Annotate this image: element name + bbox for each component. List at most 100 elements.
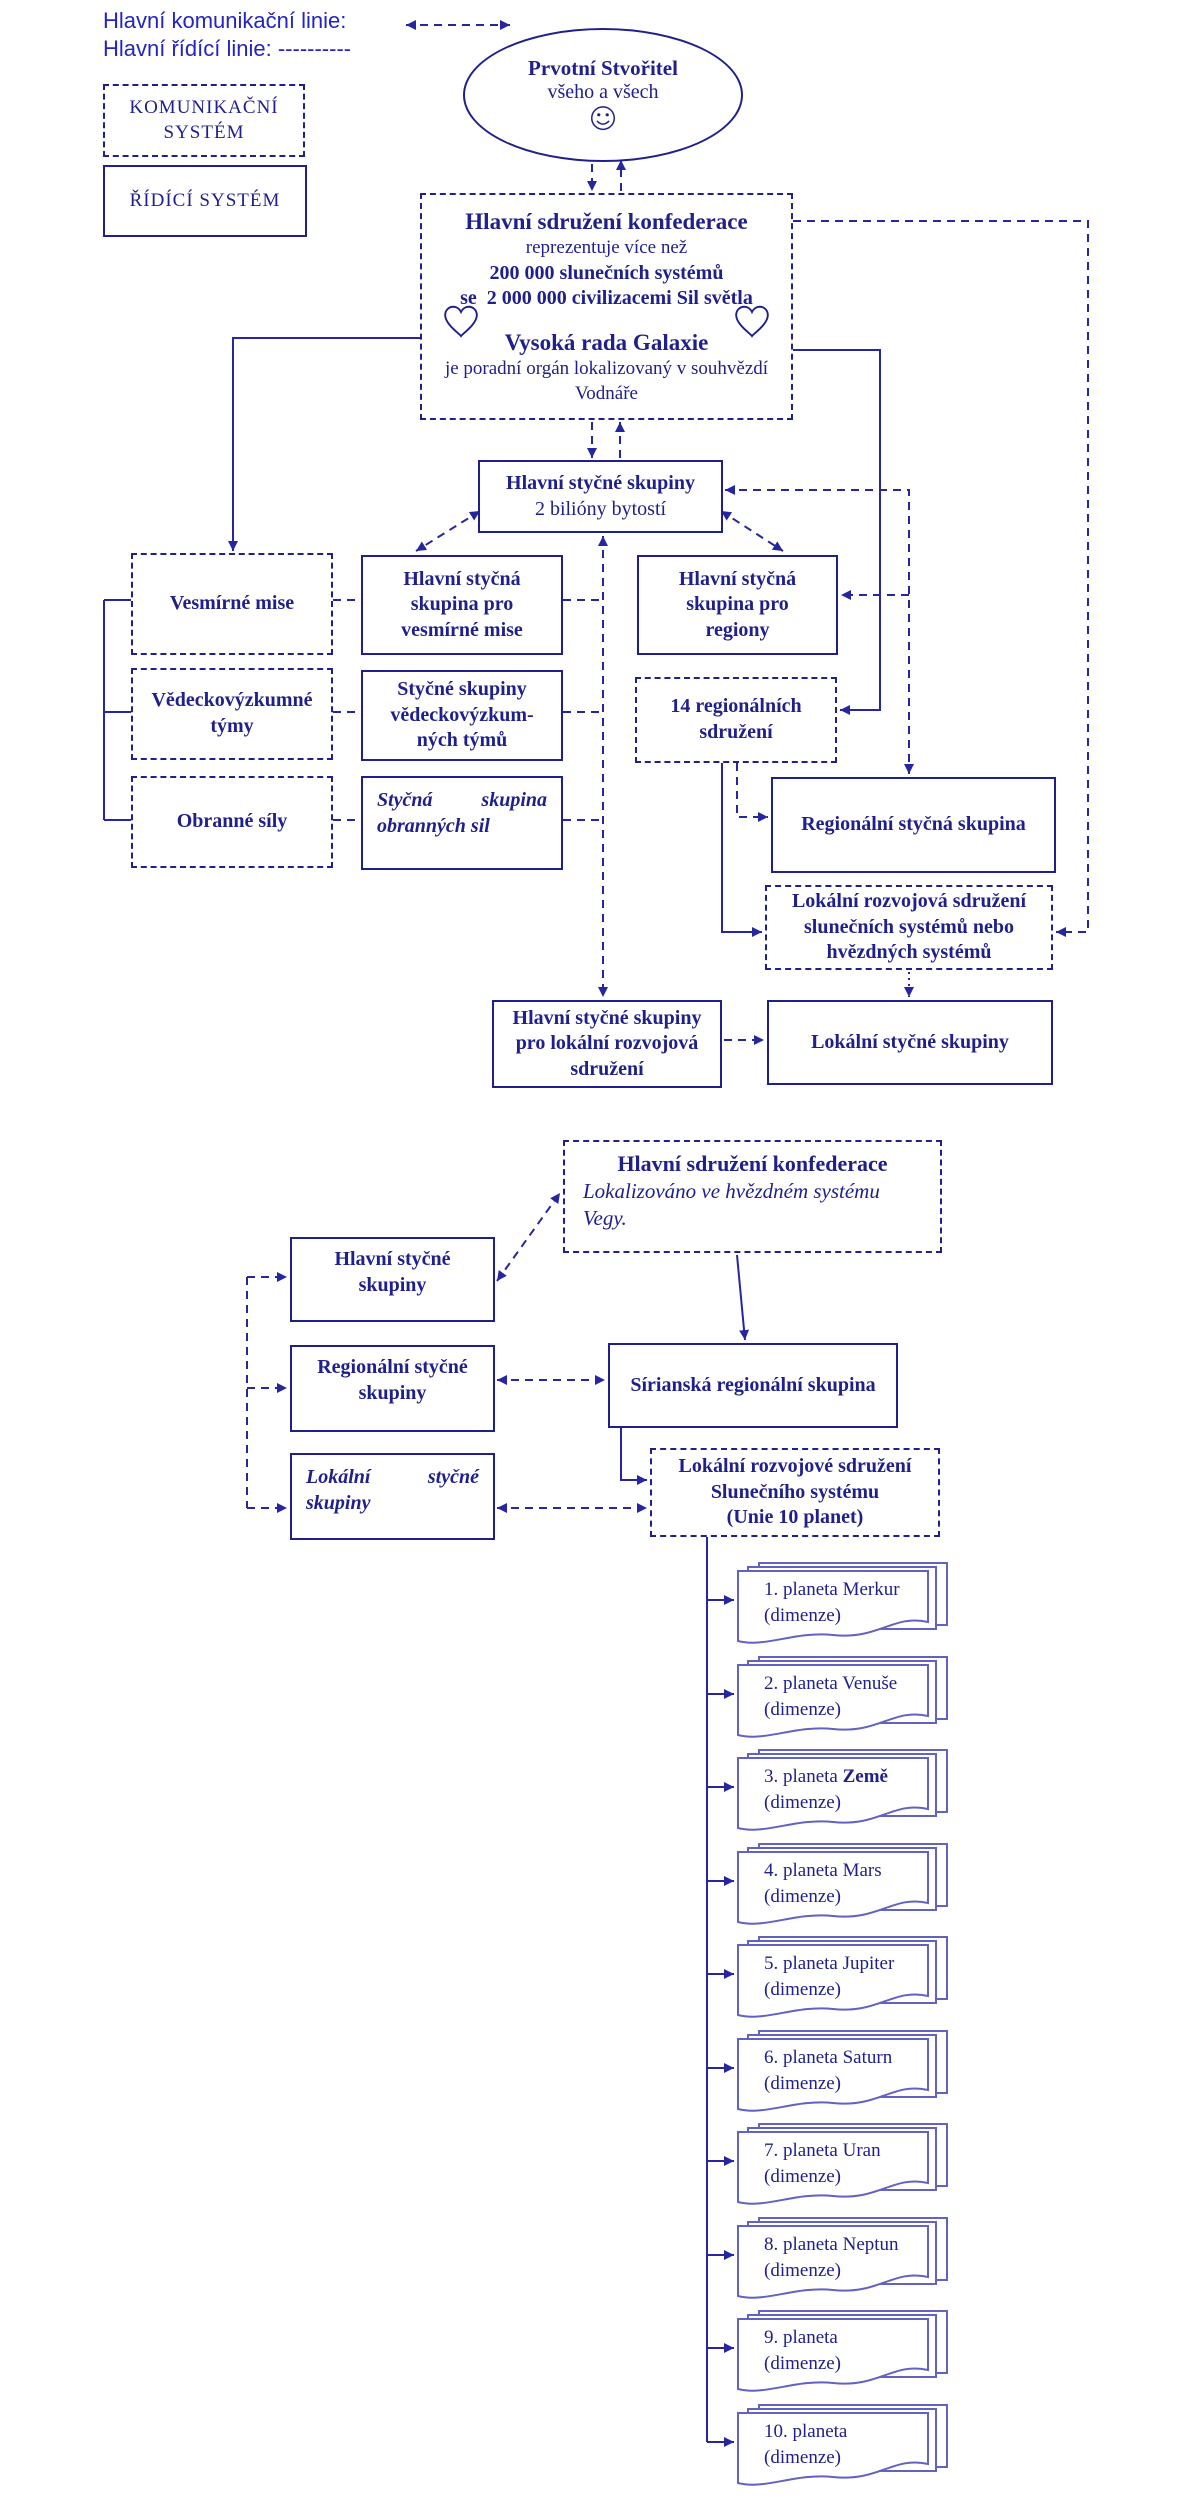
local-liaison-groups-2-box: Lokální styčné skupiny [290, 1453, 495, 1540]
planet-doc-5: 5. planeta Jupiter(dimenze) [737, 1936, 951, 2024]
solar-union-line-2: Slunečního systému [710, 1480, 880, 1503]
liaison-defense-line-1: Styčná skupina [363, 788, 561, 814]
planet-number-label: 7. planeta [764, 2140, 843, 2161]
document-shape-icon [737, 2038, 929, 2112]
liaison-research-teams-box: Styčné skupiny vědeckovýzkum- ných týmů [361, 670, 563, 761]
liaison-research-line-2: vědeckovýzkum- [390, 703, 534, 726]
planet-doc-8: 8. planeta Neptun(dimenze) [737, 2217, 951, 2305]
main-liaison-groups-2-box: Hlavní styčné skupiny [290, 1237, 495, 1322]
local-development-associations-box: Lokální rozvojová sdružení slunečních sy… [765, 885, 1053, 970]
legend-control-line-label: Hlavní řídící linie: ---------- [103, 36, 352, 61]
research-teams-label-2: týmy [210, 715, 254, 737]
planet-number-label: 6. planeta [764, 2047, 843, 2068]
heart-icon [444, 305, 478, 338]
planet-doc-6: 6. planeta Saturn(dimenze) [737, 2030, 951, 2118]
confederation-rep-2: 200 000 slunečních systémů [489, 261, 724, 284]
document-shape-icon [737, 2412, 929, 2486]
liaison-defense-word-2: skupina [481, 789, 547, 811]
local-dev-line-3: hvězdných systémů [826, 941, 992, 964]
planet-dimension-label: (dimenze) [764, 1791, 842, 1813]
confederation-rep-3: se 2 000 000 civilizacemi Sil světla [460, 287, 753, 310]
smiley-face-icon [591, 106, 615, 131]
document-shape-icon [737, 1757, 929, 1831]
liaison-space-missions-line-3: vesmírné mise [401, 618, 523, 641]
space-missions-box: Vesmírné mise [131, 553, 333, 655]
planet-doc-text: 1. planeta Merkur(dimenze) [764, 1577, 900, 1628]
confederation-hq-location-1: Lokalizováno ve hvězdném systému [583, 1179, 880, 1204]
local-dev-line-1: Lokální rozvojová sdružení [791, 890, 1027, 913]
planet-doc-4: 4. planeta Mars(dimenze) [737, 1843, 951, 1931]
document-shape-icon [737, 1851, 929, 1925]
main-liaison-local-line-3: sdružení [570, 1057, 644, 1080]
planet-number-label: 4. planeta [764, 1860, 843, 1881]
legend-communication-line-label: Hlavní komunikační linie: [103, 8, 347, 33]
planet-number-label: 10. planeta [764, 2421, 848, 2442]
regional-liaison-group-box: Regionální styčná skupina [771, 777, 1056, 873]
control-system-box: ŘÍDÍCÍ SYSTÉM [103, 165, 307, 237]
planet-dimension-label: (dimenze) [764, 1698, 842, 1720]
planet-number-label: 5. planeta [764, 1953, 843, 1974]
liaison-research-line-1: Styčné skupiny [397, 678, 527, 701]
planet-dimension-label: (dimenze) [764, 2259, 842, 2281]
local-liaison-2-line-2: skupiny [306, 1491, 371, 1514]
planet-dimension-label: (dimenze) [764, 1978, 842, 2000]
planet-name-label: Země [842, 1766, 888, 1787]
regional-liaison-2-line-2: skupiny [358, 1381, 427, 1404]
planet-doc-text: 5. planeta Jupiter(dimenze) [764, 1951, 894, 2002]
regional-associations-line-1: 14 regionálních [670, 695, 802, 718]
planet-doc-text: 7. planeta Uran(dimenze) [764, 2138, 881, 2189]
planet-dimension-label: (dimenze) [764, 2352, 842, 2374]
liaison-regions-line-1: Hlavní styčná [678, 567, 797, 590]
liaison-space-missions-box: Hlavní styčná skupina pro vesmírné mise [361, 555, 563, 655]
planet-dimension-label: (dimenze) [764, 1604, 842, 1626]
document-shape-icon [737, 1570, 929, 1644]
main-liaison-subtitle: 2 bilióny bytostí [534, 497, 667, 520]
liaison-regions-line-2: skupina pro [686, 593, 789, 616]
regional-liaison-label: Regionální styčná skupina [801, 813, 1026, 836]
solar-system-union-box: Lokální rozvojové sdružení Slunečního sy… [650, 1448, 940, 1537]
planet-name-label: Jupiter [842, 1953, 895, 1974]
creator-title: Prvotní Stvořitel [528, 56, 678, 80]
planet-doc-text: 9. planeta(dimenze) [764, 2325, 841, 2376]
planet-name-label: Uran [842, 2140, 881, 2161]
confederation-hq-box: Hlavní sdružení konfederace Lokalizováno… [563, 1140, 942, 1253]
main-liaison-title: Hlavní styčné skupiny [506, 471, 695, 494]
planet-name-label: Merkur [842, 1579, 900, 1600]
communication-system-box: KOMUNIKAČNÍ SYSTÉM [103, 84, 305, 157]
planet-doc-1: 1. planeta Merkur(dimenze) [737, 1562, 951, 1650]
liaison-defense-line-2: obranných sil [377, 814, 490, 837]
planet-dimension-label: (dimenze) [764, 2165, 842, 2187]
regional-associations-box: 14 regionálních sdružení [635, 677, 837, 763]
planet-number-label: 1. planeta [764, 1579, 843, 1600]
council-line-2: je poradní orgán lokalizovaný v souhvězd… [444, 358, 769, 380]
confederation-title: Hlavní sdružení konfederace [465, 209, 748, 234]
regional-liaison-groups-2-box: Regionální styčné skupiny [290, 1345, 495, 1432]
defense-forces-label: Obranné síly [176, 810, 288, 833]
main-liaison-2-line-1: Hlavní styčné [334, 1248, 451, 1270]
main-confederation-box: Hlavní sdružení konfederace reprezentuje… [420, 193, 793, 420]
space-missions-label: Vesmírné mise [169, 592, 295, 615]
planet-dimension-label: (dimenze) [764, 2446, 842, 2468]
research-teams-box: Vědeckovýzkumné týmy [131, 668, 333, 760]
liaison-defense-word-1: Styčná [377, 789, 433, 811]
liaison-research-line-3: ných týmů [416, 729, 508, 752]
planet-doc-text: 2. planeta Venuše(dimenze) [764, 1671, 897, 1722]
planet-doc-text: 4. planeta Mars(dimenze) [764, 1858, 882, 1909]
liaison-space-missions-line-2: skupina pro [410, 593, 514, 616]
planet-doc-text: 3. planeta Země(dimenze) [764, 1764, 888, 1815]
research-teams-label-1: Vědeckovýzkumné [151, 689, 313, 712]
local-liaison-2-line-1: Lokální styčné [292, 1465, 493, 1491]
planet-doc-text: 8. planeta Neptun(dimenze) [764, 2232, 899, 2283]
defense-forces-box: Obranné síly [131, 776, 333, 868]
main-liaison-local-line-1: Hlavní styčné skupiny [512, 1006, 702, 1029]
local-liaison-groups-box: Lokální styčné skupiny [767, 1000, 1053, 1085]
local-liaison-2-word-2: styčné [427, 1466, 479, 1488]
planet-doc-7: 7. planeta Uran(dimenze) [737, 2123, 951, 2211]
planet-dimension-label: (dimenze) [764, 1885, 842, 1907]
main-liaison-groups-box: Hlavní styčné skupiny 2 bilióny bytostí [478, 460, 723, 533]
council-title: Vysoká rada Galaxie [504, 329, 709, 355]
planet-name-label: Saturn [842, 2047, 893, 2068]
regional-liaison-2-line-1: Regionální styčné [317, 1356, 468, 1378]
planet-number-label: 2. planeta [764, 1673, 843, 1694]
